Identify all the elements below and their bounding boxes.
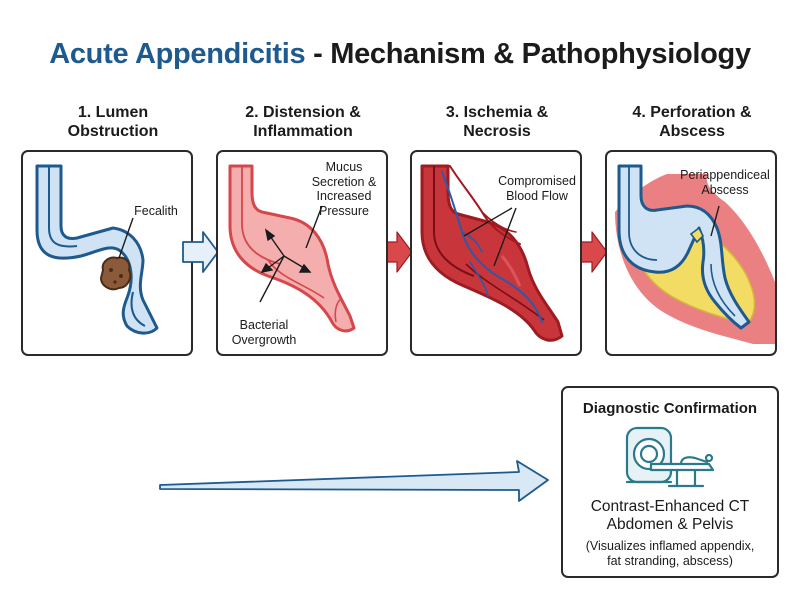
panel-ischemia-necrosis: Compromised Blood Flow bbox=[410, 150, 582, 356]
step-4-label-line2: Abscess bbox=[659, 123, 725, 140]
blood-flow-line2: Blood Flow bbox=[506, 188, 568, 203]
arrow-to-diagnostic bbox=[159, 460, 549, 502]
title-highlight: Acute Appendicitis bbox=[49, 38, 306, 70]
diagnostic-note-line2: fat stranding, abscess) bbox=[607, 554, 733, 568]
mucus-line1: Mucus bbox=[325, 160, 363, 174]
bacterial-line2: Overgrowth bbox=[231, 332, 297, 347]
step-3-label-line1: 3. Ischemia & bbox=[445, 104, 549, 121]
panel-lumen-obstruction: Fecalith bbox=[21, 150, 193, 356]
diagnostic-note: (Visualizes inflamed appendix, fat stran… bbox=[563, 539, 777, 569]
step-2-label: 2. Distension & Inflammation bbox=[218, 103, 388, 141]
abscess-line2: Abscess bbox=[701, 182, 749, 197]
ct-scanner-icon bbox=[625, 426, 715, 488]
fecalith-icon bbox=[99, 256, 132, 291]
diagnostic-main-line1: Contrast-Enhanced CT bbox=[590, 498, 750, 515]
inflamed-appendix-illustration bbox=[228, 164, 356, 333]
diagnostic-main-line2: Abdomen & Pelvis bbox=[606, 516, 734, 533]
perforated-appendix-illustration bbox=[615, 164, 775, 344]
pressure-arrows bbox=[260, 228, 312, 273]
mucus-line4: Pressure bbox=[318, 203, 370, 218]
page-title: Acute Appendicitis - Mechanism & Pathoph… bbox=[0, 38, 800, 71]
diagnostic-title: Diagnostic Confirmation bbox=[582, 400, 758, 417]
mucus-pressure-label: Mucus Secretion & Increased Pressure bbox=[304, 160, 384, 218]
step-2-label-line1: 2. Distension & bbox=[245, 104, 361, 121]
perforation-rupture-icon bbox=[689, 226, 704, 244]
perforated-appendix bbox=[617, 164, 751, 330]
diagnostic-note-line1: (Visualizes inflamed appendix, bbox=[585, 539, 755, 553]
step-4-label: 4. Perforation & Abscess bbox=[607, 103, 777, 141]
obstructed-appendix-illustration bbox=[35, 164, 159, 335]
panel-distension-inflammation: Mucus Secretion & Increased Pressure Bac… bbox=[216, 150, 388, 356]
blood-flow-label: Compromised Blood Flow bbox=[492, 174, 580, 203]
blood-flow-line1: Compromised bbox=[498, 174, 576, 188]
step-3-label: 3. Ischemia & Necrosis bbox=[412, 103, 582, 141]
fecalith-label: Fecalith bbox=[134, 204, 178, 218]
bacterial-overgrowth-label: Bacterial Overgrowth bbox=[226, 318, 302, 347]
diagnostic-confirmation-box: Diagnostic Confirmation Contrast-Enhance… bbox=[561, 386, 779, 578]
abscess-label: Periappendiceal Abscess bbox=[675, 168, 775, 197]
mucus-line2: Secretion & bbox=[311, 174, 377, 189]
ischemic-appendix-illustration bbox=[420, 164, 564, 342]
mucus-line3: Increased bbox=[316, 189, 372, 203]
panel-perforation-abscess: Periappendiceal Abscess bbox=[605, 150, 777, 356]
step-4-label-line1: 4. Perforation & bbox=[632, 104, 752, 121]
diagnostic-method: Contrast-Enhanced CT Abdomen & Pelvis bbox=[563, 498, 777, 534]
step-3-label-line2: Necrosis bbox=[463, 123, 531, 140]
step-2-label-line2: Inflammation bbox=[253, 123, 353, 140]
step-1-label: 1. Lumen Obstruction bbox=[28, 103, 198, 141]
bacterial-line1: Bacterial bbox=[239, 318, 289, 332]
title-rest: - Mechanism & Pathophysiology bbox=[305, 38, 751, 70]
step-1-label-line1: 1. Lumen bbox=[77, 104, 149, 121]
step-1-label-line2: Obstruction bbox=[67, 123, 159, 140]
abscess-line1: Periappendiceal bbox=[680, 168, 770, 182]
